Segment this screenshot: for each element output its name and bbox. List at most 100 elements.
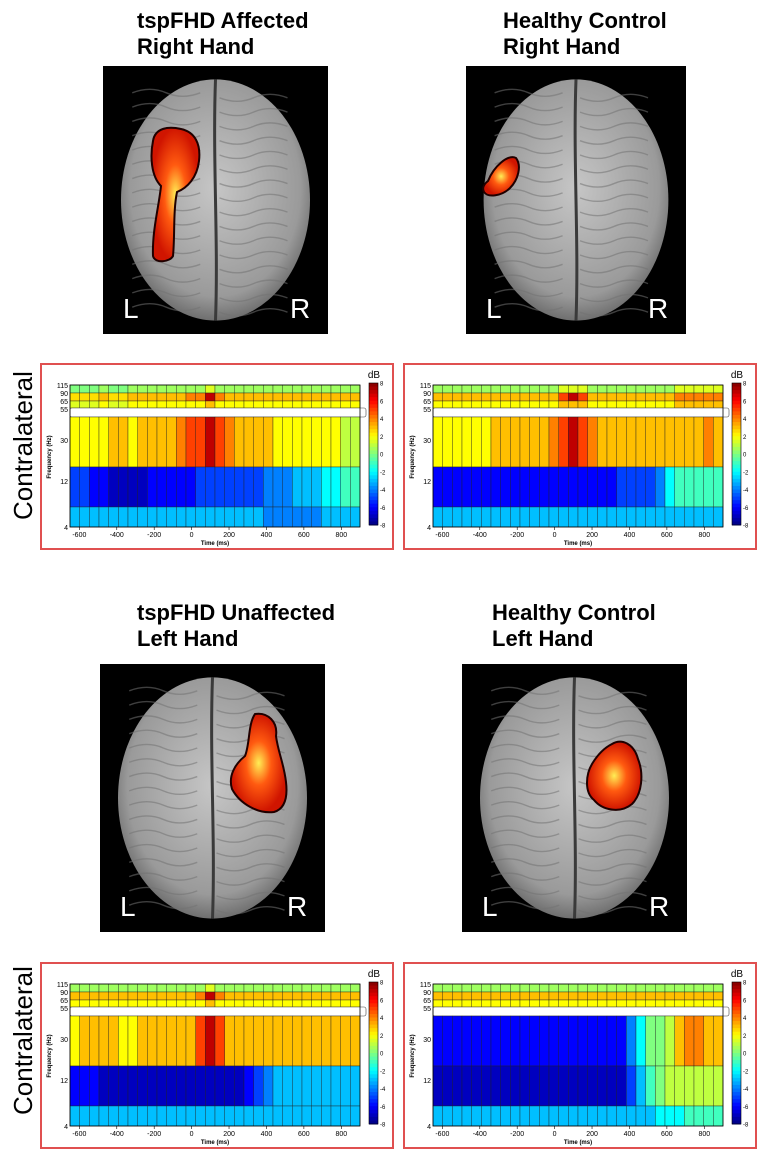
heatmap-cell <box>548 400 559 409</box>
heatmap-cell <box>587 416 598 468</box>
colorbar-swatch <box>369 985 378 990</box>
heatmap-cell <box>481 400 492 409</box>
heatmap-cell <box>616 466 627 508</box>
freq-tick-label: 55 <box>60 407 68 414</box>
heatmap-cell <box>195 506 206 528</box>
heatmap-cell <box>205 466 216 508</box>
heatmap-cell <box>330 392 341 402</box>
heatmap-cell <box>185 416 196 468</box>
heatmap-cell <box>89 506 100 528</box>
heatmap-cell <box>243 991 254 1001</box>
heatmap-cell <box>442 400 453 409</box>
heatmap-cell <box>674 400 685 409</box>
heatmap-cell <box>558 392 569 402</box>
heatmap-cell <box>471 384 482 394</box>
heatmap-cell <box>461 506 472 528</box>
heatmap-cell <box>205 416 216 468</box>
heatmap-cell <box>500 392 511 402</box>
heatmap-cell <box>539 991 550 1001</box>
time-tick-label: 600 <box>298 532 310 539</box>
heatmap-cell <box>311 392 322 402</box>
heatmap-cell <box>311 384 322 394</box>
heatmap-cell <box>205 400 216 409</box>
colorbar-swatch <box>732 982 741 987</box>
colorbar-swatch <box>732 493 741 498</box>
heatmap-cell <box>350 384 361 394</box>
heatmap-cell <box>664 416 675 468</box>
heatmap-cell <box>224 506 235 528</box>
brain-surface <box>480 677 669 919</box>
heatmap-cell <box>655 466 666 508</box>
colorbar-swatch <box>369 992 378 997</box>
heatmap-cell <box>253 1105 264 1127</box>
heatmap-cell <box>166 392 177 402</box>
freq-tick-label: 12 <box>423 479 431 486</box>
heatmap-cell <box>176 400 187 409</box>
colorbar-swatch <box>369 425 378 430</box>
heatmap-cell <box>606 999 617 1008</box>
heatmap-cell <box>606 1015 617 1067</box>
colorbar-tick-label: 8 <box>743 382 747 388</box>
colorbar-swatch <box>732 1067 741 1072</box>
heatmap-cell <box>713 466 724 508</box>
colorbar-swatch <box>369 422 378 427</box>
heatmap-cell <box>350 991 361 1001</box>
heatmap-cell <box>330 1015 341 1067</box>
colorbar-swatch <box>369 400 378 405</box>
heatmap-cell <box>674 384 685 394</box>
heatmap-cell <box>432 983 443 993</box>
heatmap-cell <box>292 392 303 402</box>
heatmap-cell <box>108 1065 119 1107</box>
time-tick-label: -200 <box>510 1131 524 1138</box>
heatmap-cell <box>558 416 569 468</box>
heatmap-cell <box>127 1015 138 1067</box>
heatmap-cell <box>330 466 341 508</box>
heatmap-cell <box>568 983 579 993</box>
heatmap-cell <box>166 1105 177 1127</box>
heatmap-cell <box>645 384 656 394</box>
heatmap-cell <box>98 991 109 1001</box>
colorbar-swatch <box>369 1028 378 1033</box>
colorbar-tick-label: -2 <box>743 1069 749 1075</box>
heatmap-cell <box>195 466 206 508</box>
heatmap-cell <box>69 991 80 1001</box>
heatmap-cell <box>301 466 312 508</box>
colorbar-tick-label: 4 <box>743 417 747 423</box>
colorbar-swatch <box>369 493 378 498</box>
heatmap-cell <box>79 1065 90 1107</box>
colorbar-tick-label: 2 <box>743 435 747 441</box>
heatmap-cell <box>301 506 312 528</box>
heatmap-cell <box>529 1105 540 1127</box>
heatmap-cell <box>118 392 129 402</box>
heatmap-cell <box>156 1015 167 1067</box>
heatmap-cell <box>69 466 80 508</box>
heatmap-cell <box>350 983 361 993</box>
heatmap-cell <box>69 384 80 394</box>
colorbar-swatch <box>369 390 378 395</box>
heatmap-cell <box>481 999 492 1008</box>
colorbar-swatch <box>732 1120 741 1125</box>
time-tick-label: -600 <box>435 1131 449 1138</box>
colorbar-swatch <box>732 496 741 501</box>
colorbar-swatch <box>732 1056 741 1061</box>
heatmap-cell <box>606 392 617 402</box>
heatmap-cell <box>519 400 530 409</box>
time-tick-label: 400 <box>624 532 636 539</box>
heatmap-cell <box>558 400 569 409</box>
heatmap-cell <box>224 1105 235 1127</box>
colorbar-tick-label: 6 <box>380 399 384 405</box>
heatmap-cell <box>214 983 225 993</box>
colorbar-tick-label: 2 <box>380 435 384 441</box>
x-axis-label: Time (ms) <box>201 541 229 547</box>
colorbar-swatch <box>369 989 378 994</box>
heatmap-cell <box>452 506 463 528</box>
colorbar-swatch <box>732 414 741 419</box>
heatmap-cell <box>461 384 472 394</box>
heatmap-cell <box>350 1065 361 1107</box>
heatmap-cell <box>597 384 608 394</box>
heatmap-cell <box>185 1065 196 1107</box>
freq-tick-label: 55 <box>423 1006 431 1013</box>
heatmap-cell <box>693 392 704 402</box>
colorbar-tick-label: -6 <box>743 506 749 512</box>
heatmap-cell <box>79 466 90 508</box>
